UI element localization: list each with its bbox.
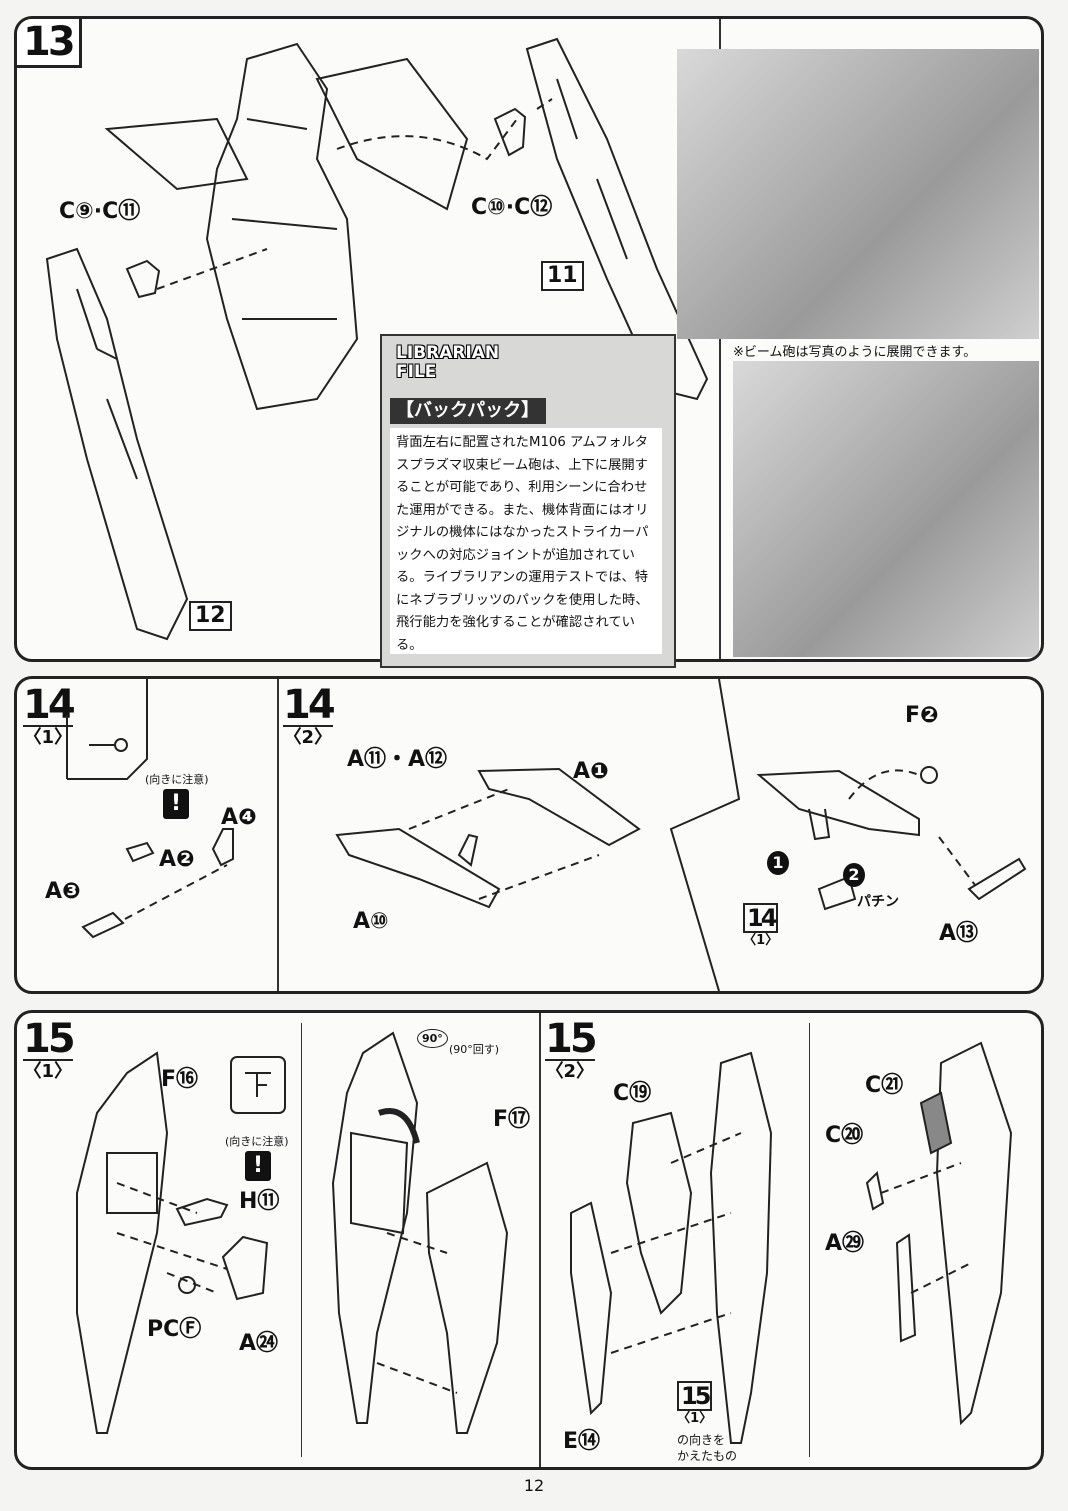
label-f2: F❷ bbox=[905, 703, 939, 728]
label-c10-c12: C⑩·C⑫ bbox=[471, 195, 553, 220]
label-c21: C㉑ bbox=[865, 1073, 904, 1098]
label-a2: A❷ bbox=[159, 847, 195, 872]
caution-note-15: (向きに注意) bbox=[225, 1135, 289, 1148]
rotate-note: (90°回す) bbox=[449, 1043, 500, 1056]
step-15-2-number: 15 〈2〉 bbox=[545, 1016, 598, 1082]
ref-note-line2: かえたもの bbox=[677, 1449, 738, 1463]
step-15-1-illustration bbox=[76, 1031, 509, 1434]
ref-step-14-1: 14 〈1〉 bbox=[743, 903, 779, 948]
rotate-icon: 90° bbox=[417, 1029, 448, 1048]
label-c9-c11: C⑨·C⑪ bbox=[59, 199, 141, 224]
photo-caption: ※ビーム砲は写真のように展開できます。 bbox=[733, 345, 977, 360]
librarian-heading: 【バックパック】 bbox=[390, 398, 546, 424]
label-a13: A⑬ bbox=[939, 921, 979, 946]
part-box-11: 11 bbox=[541, 261, 584, 291]
step-15-mid-divider-1 bbox=[301, 1023, 302, 1457]
caution-icon-15: ! bbox=[245, 1151, 271, 1181]
caution-icon-14: ! bbox=[163, 789, 189, 819]
step-15-mid-divider-2 bbox=[809, 1023, 810, 1457]
ref-note-line1: の向きを bbox=[677, 1433, 726, 1447]
step-14-divider bbox=[277, 679, 279, 991]
page-number: 12 bbox=[523, 1476, 545, 1495]
step-14-2-illustration bbox=[335, 679, 1027, 991]
librarian-body: 背面左右に配置されたM106 アムフォルタスプラズマ収束ビーム砲は、上下に展開す… bbox=[390, 428, 662, 654]
step-14-2-number: 14 〈2〉 bbox=[283, 682, 336, 748]
label-a29: A㉙ bbox=[825, 1231, 865, 1256]
step-marker-1: 1 bbox=[767, 851, 789, 875]
snap-sound-label: パチン bbox=[857, 894, 899, 910]
caution-note-14: (向きに注意) bbox=[145, 773, 209, 786]
label-a4: A❹ bbox=[221, 805, 257, 830]
photo-divider bbox=[719, 19, 721, 659]
step-13-number: 13 bbox=[17, 19, 82, 68]
label-a11-a12: A⑪・A⑫ bbox=[347, 747, 448, 772]
label-f16: F⑯ bbox=[161, 1067, 199, 1092]
step-14-1-illustration bbox=[66, 679, 234, 939]
ref-step-15-1: 15 〈1〉 bbox=[677, 1381, 713, 1426]
step-14-panel: 14 〈1〉 (向きに注意) ! A❹ A❷ A❸ 14 〈2〉 bbox=[14, 676, 1044, 994]
part-box-12: 12 bbox=[189, 601, 232, 631]
label-h11: H⑪ bbox=[239, 1189, 280, 1214]
step-15-2-illustration bbox=[570, 1041, 1013, 1444]
step-13-illustration bbox=[45, 37, 709, 641]
label-c19: C⑲ bbox=[613, 1081, 652, 1106]
label-a10: A⑩ bbox=[353, 909, 389, 934]
step-marker-2: 2 bbox=[843, 863, 865, 887]
gundam-photo-top bbox=[677, 49, 1039, 339]
label-c20: C⑳ bbox=[825, 1123, 864, 1148]
librarian-logo: LIBRARIAN FILE bbox=[396, 343, 500, 382]
gundam-photo-bottom bbox=[733, 361, 1039, 657]
step-15-1-number: 15 〈1〉 bbox=[23, 1016, 76, 1082]
librarian-file: LIBRARIAN FILE 【バックパック】 背面左右に配置されたM106 ア… bbox=[380, 334, 676, 668]
label-a1: A❶ bbox=[573, 759, 609, 784]
label-e14: E⑭ bbox=[563, 1429, 601, 1454]
label-pcf: PCⒻ bbox=[147, 1317, 202, 1342]
step-15-main-divider bbox=[539, 1013, 541, 1467]
label-a24: A㉔ bbox=[239, 1331, 279, 1356]
step-15-panel: 15 〈1〉 bbox=[14, 1010, 1044, 1470]
label-f17: F⑰ bbox=[493, 1107, 531, 1132]
label-a3: A❸ bbox=[45, 879, 81, 904]
